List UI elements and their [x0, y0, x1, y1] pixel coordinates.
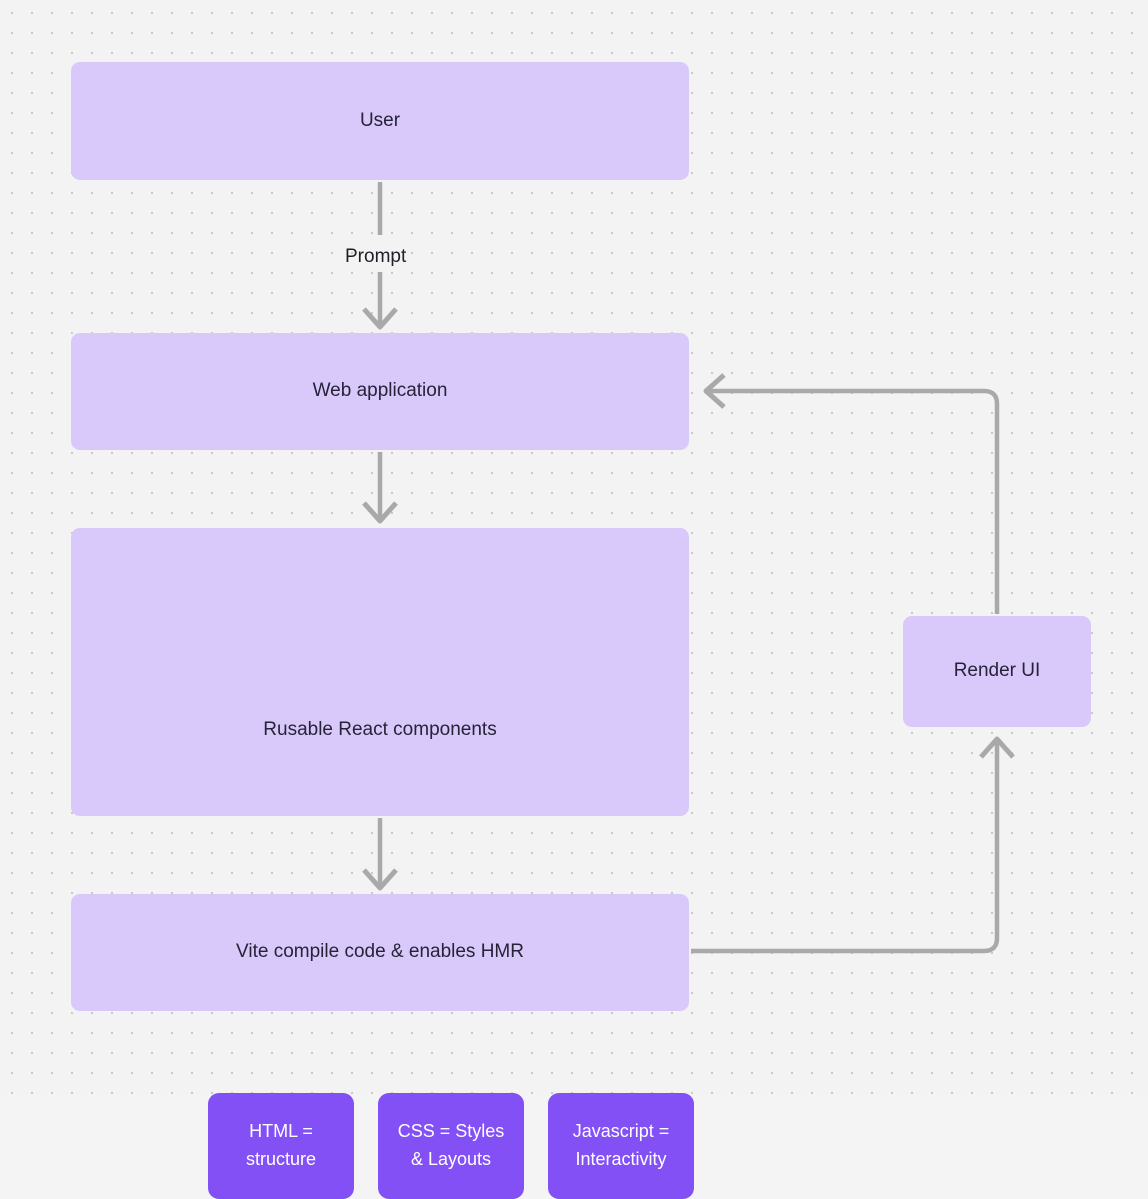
node-css-label: CSS = Styles & Layouts	[398, 1118, 505, 1174]
node-html-label: HTML = structure	[246, 1118, 316, 1174]
arrowhead-render-bottom	[979, 736, 1015, 759]
node-css[interactable]: CSS = Styles & Layouts	[378, 1093, 524, 1199]
arrowhead-vite-top	[362, 868, 398, 891]
node-web-application[interactable]: Web application	[71, 333, 689, 450]
arrowhead-webapp-right	[703, 373, 726, 409]
components-caption: Rusable React components	[263, 719, 497, 740]
node-html-line1: HTML =	[249, 1121, 313, 1142]
arrowhead-webapp-top	[362, 307, 398, 330]
node-components-container[interactable]: HTML = structure CSS = Styles & Layouts …	[71, 528, 694, 1199]
edge-render-to-webapp	[707, 388, 1000, 614]
node-javascript-line2: Interactivity	[575, 1149, 667, 1169]
node-vite-label: Vite compile code & enables HMR	[236, 941, 524, 963]
node-vite[interactable]: Vite compile code & enables HMR	[71, 894, 689, 1011]
node-web-application-label: Web application	[312, 380, 448, 402]
node-html[interactable]: HTML = structure	[208, 1093, 354, 1199]
node-html-line2: structure	[245, 1149, 317, 1169]
arrowhead-components-top	[362, 501, 398, 524]
node-render-ui-label: Render UI	[953, 660, 1041, 682]
node-render-ui[interactable]: Render UI	[903, 616, 1091, 727]
edge-vite-to-render	[691, 740, 1000, 954]
node-css-line2: & Layouts	[410, 1149, 492, 1169]
node-user-label: User	[359, 109, 401, 131]
node-user[interactable]: User	[71, 62, 689, 180]
node-javascript-line1: Javascript =	[572, 1121, 670, 1142]
node-javascript[interactable]: Javascript = Interactivity	[548, 1093, 694, 1199]
node-javascript-label: Javascript = Interactivity	[573, 1118, 670, 1174]
edge-label-prompt: Prompt	[345, 246, 407, 267]
node-css-line1: CSS = Styles	[397, 1121, 505, 1142]
